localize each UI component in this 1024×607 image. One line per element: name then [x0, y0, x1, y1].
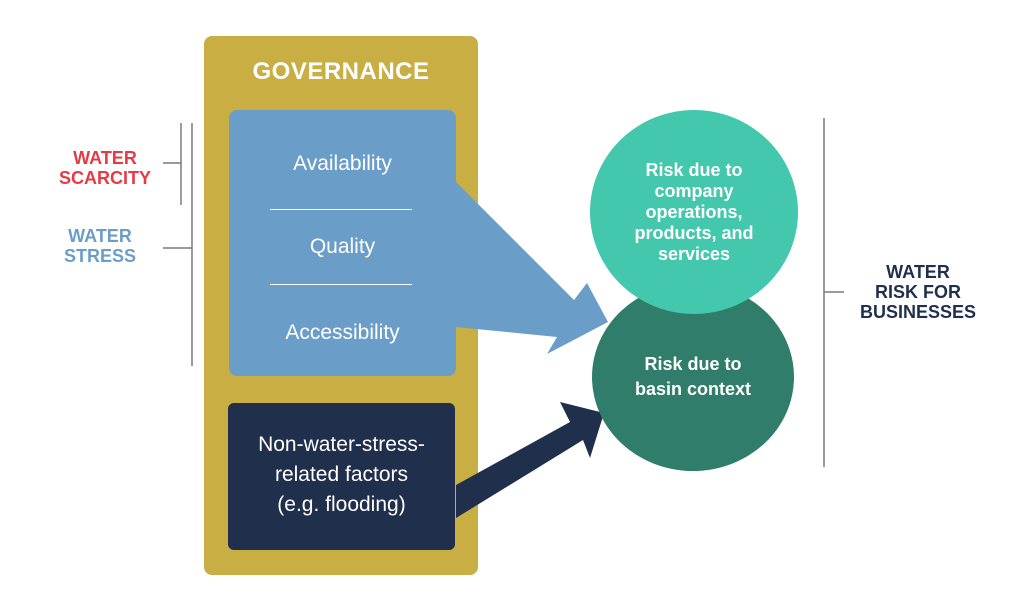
risk-line-1: WATER	[886, 262, 950, 282]
scarcity-line-2: SCARCITY	[58, 168, 151, 188]
non-water-arrow	[456, 402, 604, 518]
non-water-stress-box	[228, 403, 455, 550]
basin-risk-circle: Risk due to basin context	[592, 283, 794, 471]
operations-risk-circle: Risk due to company operations, products…	[590, 110, 798, 314]
basin-line-2: basin context	[634, 379, 752, 399]
risk-line-3: BUSINESSES	[859, 302, 977, 322]
ops-line-5: services	[657, 243, 731, 264]
water-scarcity-label: WATER SCARCITY	[50, 148, 160, 188]
ops-line-2: company	[654, 180, 734, 201]
divider	[270, 284, 412, 285]
basin-line-1: Risk due to	[644, 354, 742, 374]
accessibility-label: Accessibility	[285, 321, 400, 344]
scarcity-line-1: WATER	[73, 148, 137, 168]
water-stress-box	[229, 110, 456, 376]
ops-line-3: operations,	[645, 201, 743, 222]
water-stress-arrow	[456, 182, 608, 354]
ops-line-1: Risk due to	[645, 159, 743, 180]
governance-title: GOVERNANCE	[252, 58, 430, 85]
risk-line-2: RISK FOR	[874, 282, 961, 302]
water-risk-label: WATER RISK FOR BUSINESSES	[838, 262, 998, 322]
quality-label: Quality	[309, 235, 376, 258]
left-brackets	[163, 123, 193, 366]
ops-line-4: products, and	[634, 222, 754, 243]
non-water-line-2: related factors	[274, 463, 409, 486]
divider	[270, 209, 412, 210]
stress-line-2: STRESS	[63, 246, 137, 266]
non-water-line-3: (e.g. flooding)	[277, 493, 406, 516]
right-bracket	[823, 118, 844, 467]
stress-line-1: WATER	[68, 226, 132, 246]
availability-label: Availability	[293, 152, 392, 175]
non-water-line-1: Non-water-stress-	[258, 433, 425, 456]
water-stress-label: WATER STRESS	[50, 226, 150, 266]
